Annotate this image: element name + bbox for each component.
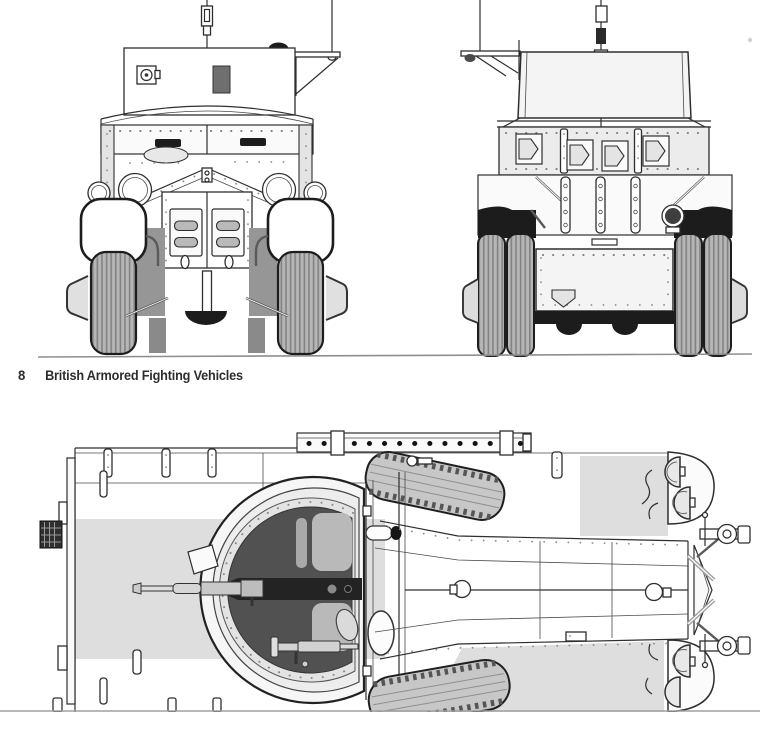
rear-wheel-left-inner	[506, 233, 535, 357]
rear-wheel-right-outer	[703, 233, 732, 357]
front-wheel-left	[89, 250, 138, 356]
front-elevation-drawing	[66, 0, 348, 356]
rear-elevation-drawing	[460, 0, 748, 357]
tow-shackle-top	[699, 511, 751, 546]
rear-wheel-right-inner	[674, 233, 703, 357]
front-fender-headlamps-bottom	[645, 639, 715, 713]
radiator-doors	[161, 191, 253, 270]
front-fender-headlamps-top	[641, 451, 715, 525]
front-wheel-right	[276, 250, 325, 356]
signal-lamp	[136, 65, 161, 85]
v-nose	[686, 535, 723, 645]
page-number: 8	[18, 367, 26, 383]
antenna-mast	[200, 0, 214, 48]
pistol-port-flaps	[515, 133, 670, 172]
ground-line	[37, 353, 753, 358]
top-plan-view-drawing	[39, 430, 751, 728]
tow-shackle-bottom	[699, 634, 751, 669]
page-footer: 8 British Armored Fighting Vehicles	[18, 367, 243, 383]
rear-wheel-left-outer	[477, 233, 506, 357]
running-title: British Armored Fighting Vehicles	[45, 368, 243, 383]
rear-grille	[39, 520, 63, 549]
spare-tire	[364, 451, 506, 521]
running-board	[296, 430, 532, 456]
machine-gun-forward	[132, 579, 264, 606]
machine-gun-stowed	[270, 636, 359, 668]
chassis-straps	[560, 176, 641, 234]
